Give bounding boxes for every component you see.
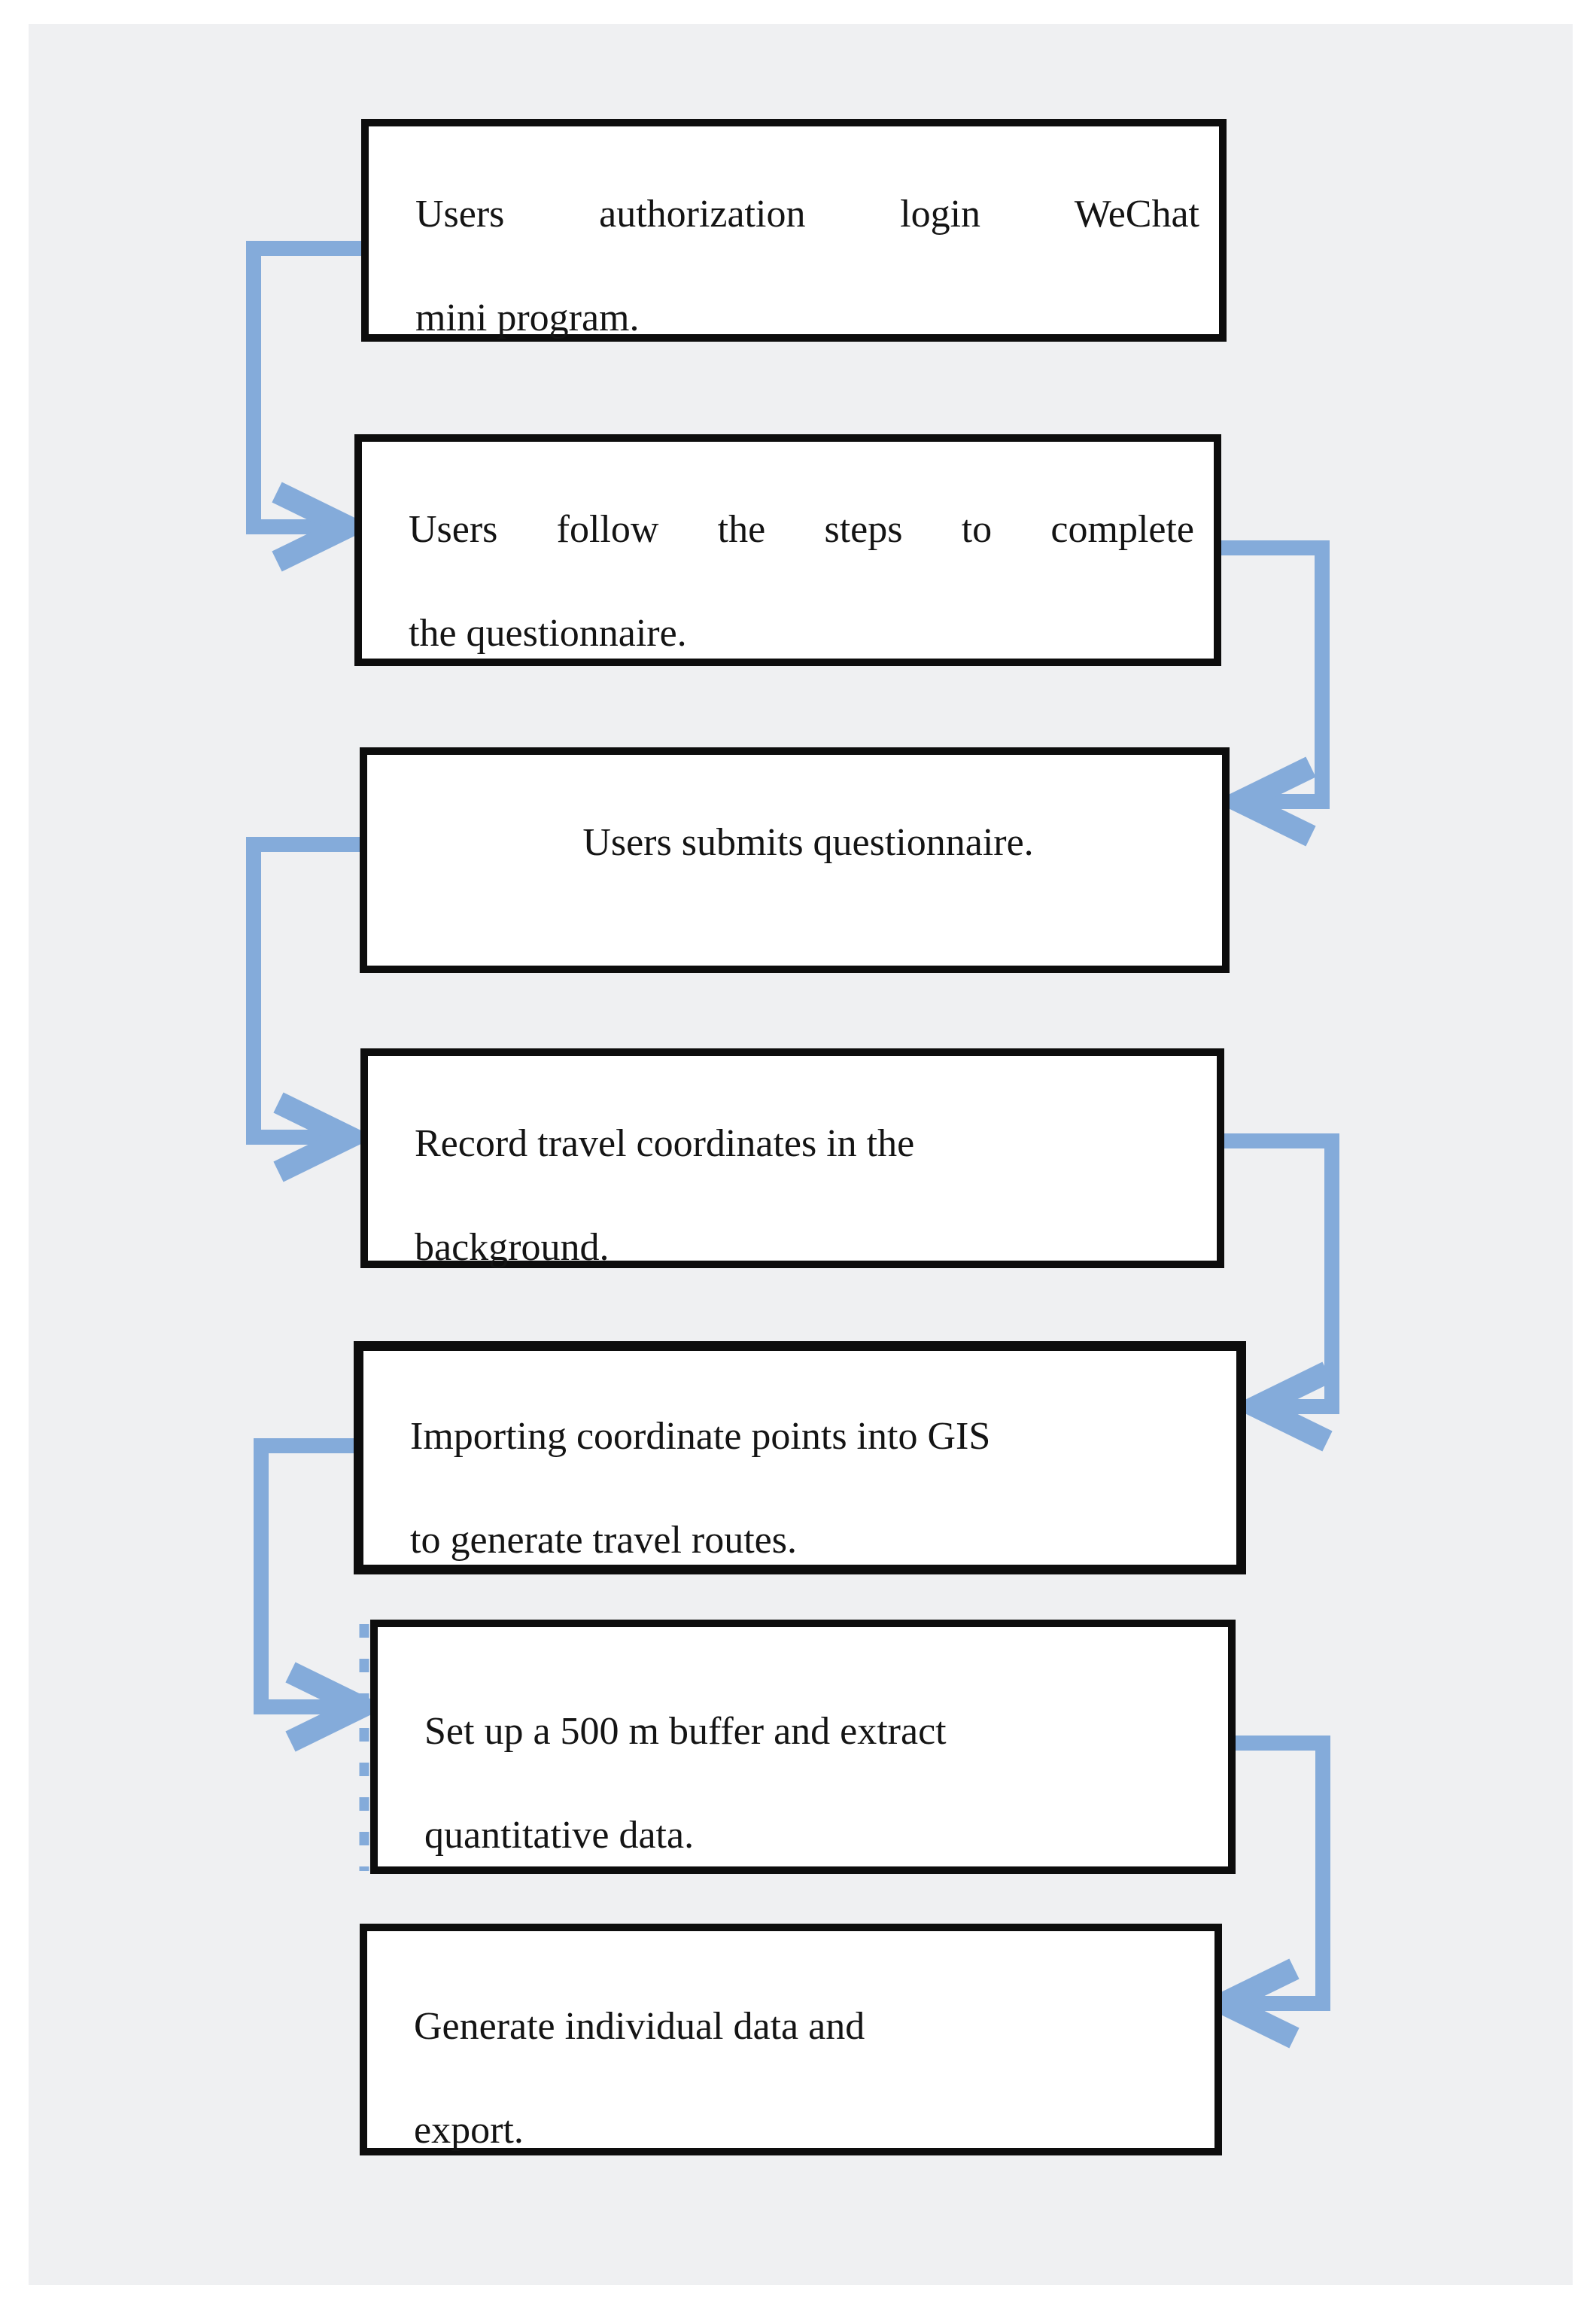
flow-step-6-box: Set up a 500 m buffer and extract quanti… bbox=[370, 1620, 1236, 1874]
step-text-line: the questionnaire. bbox=[409, 612, 687, 655]
flow-step-5-box: Importing coordinate points into GIS to … bbox=[354, 1341, 1246, 1574]
connector-line bbox=[254, 1438, 355, 1714]
step-text-line: Set up a 500 m buffer and extract bbox=[424, 1710, 947, 1753]
step-text-line: Importing coordinate points into GIS bbox=[410, 1415, 991, 1458]
flow-step-3-box: Users submits questionnaire. bbox=[360, 747, 1230, 973]
connector-line bbox=[1204, 540, 1330, 809]
step-text-line: Users follow the steps to complete bbox=[409, 508, 1194, 551]
arrow-left-icon bbox=[1197, 1958, 1300, 2049]
step-text-line: to generate travel routes. bbox=[410, 1519, 797, 1562]
connector-line bbox=[1234, 1736, 1330, 2011]
flow-step-4-box: Record travel coordinates in the backgro… bbox=[360, 1048, 1224, 1269]
connector-step1-to-step2 bbox=[246, 241, 374, 572]
step-text-line: Users authorization login WeChat bbox=[415, 193, 1199, 236]
step-text-line: Record travel coordinates in the bbox=[415, 1122, 915, 1165]
step-text-line: export. bbox=[414, 2109, 524, 2152]
flow-step-7-box: Generate individual data and export. bbox=[360, 1924, 1222, 2155]
connector-line bbox=[246, 837, 361, 1145]
connector-line bbox=[1222, 1133, 1339, 1414]
arrow-left-icon bbox=[1214, 756, 1316, 847]
connector-step4-to-step5 bbox=[1222, 1133, 1339, 1452]
arrow-right-icon bbox=[273, 1092, 375, 1182]
flow-step-1-box: Users authorization login WeChat mini pr… bbox=[361, 119, 1227, 342]
connector-step6-to-step7 bbox=[1197, 1736, 1330, 2049]
step-text-line: background. bbox=[415, 1226, 610, 1269]
connector-step3-to-step4 bbox=[246, 837, 375, 1182]
step-text-line: Generate individual data and bbox=[414, 2005, 865, 2048]
arrow-left-icon bbox=[1230, 1361, 1333, 1452]
connector-line bbox=[246, 241, 363, 534]
connector-step5-to-step6 bbox=[254, 1438, 388, 1752]
flow-step-2-box: Users follow the steps to complete the q… bbox=[354, 434, 1221, 666]
connector-step2-to-step3 bbox=[1204, 540, 1330, 847]
arrow-right-icon bbox=[272, 482, 374, 572]
step-text-line: quantitative data. bbox=[424, 1814, 695, 1857]
step-text-line: Users submits questionnaire. bbox=[582, 821, 1034, 864]
step-text-line: mini program. bbox=[415, 297, 640, 339]
